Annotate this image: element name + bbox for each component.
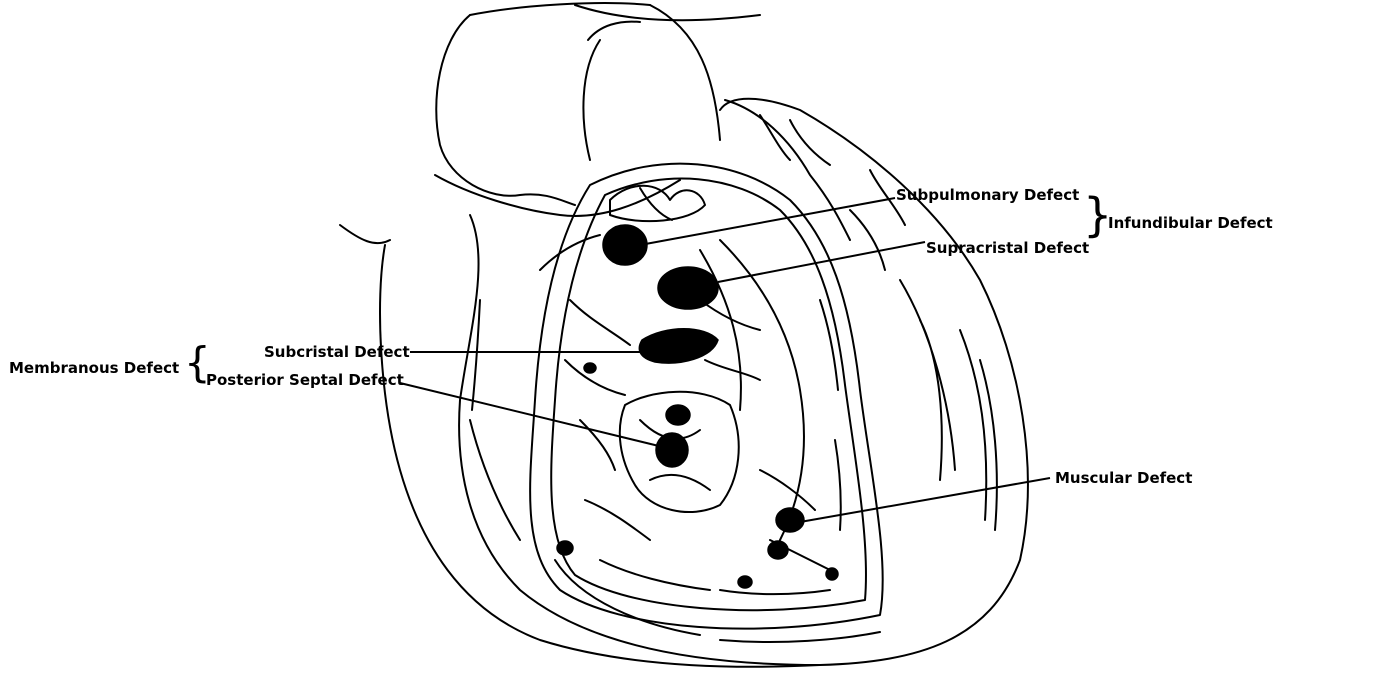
crista bbox=[719, 239, 805, 541]
atrium-outline bbox=[379, 244, 821, 668]
vessel-wrap bbox=[434, 174, 681, 217]
infundibular-brace: } bbox=[1083, 188, 1113, 242]
heart-outer bbox=[458, 97, 1029, 666]
aorta-top bbox=[469, 2, 651, 16]
label-infundibular-defect: Infundibular Defect bbox=[1108, 214, 1273, 232]
pulmonary-trunk-outline bbox=[582, 4, 721, 161]
label-subpulmonary-defect: Subpulmonary Defect bbox=[896, 186, 1080, 204]
label-muscular-defect: Muscular Defect bbox=[1055, 469, 1193, 487]
leader-posterior-septal bbox=[399, 382, 664, 448]
aorta-outline bbox=[435, 14, 576, 206]
subpulmonary-defect-shape bbox=[602, 224, 648, 266]
ventricle-rim-inner bbox=[550, 177, 867, 612]
label-subcristal-defect: Subcristal Defect bbox=[264, 343, 410, 361]
subcristal-defect-shape bbox=[638, 328, 719, 364]
label-posterior-septal-defect: Posterior Septal Defect bbox=[206, 371, 404, 389]
tricuspid-opening bbox=[618, 390, 740, 513]
label-supracristal-defect: Supracristal Defect bbox=[926, 239, 1090, 257]
ventricle-rim-outer bbox=[529, 162, 884, 630]
leader-subpulmonary bbox=[639, 197, 896, 246]
muscular-defect-shape bbox=[775, 507, 805, 533]
posterior-septal-defect-shape bbox=[655, 432, 689, 468]
pulmonary-valve bbox=[609, 184, 706, 223]
supracristal-defect-shape bbox=[657, 266, 719, 310]
membranous-brace: { bbox=[184, 338, 211, 387]
label-membranous-defect: Membranous Defect bbox=[9, 359, 180, 377]
leader-muscular bbox=[799, 477, 1051, 523]
leader-supracristal bbox=[717, 241, 926, 283]
